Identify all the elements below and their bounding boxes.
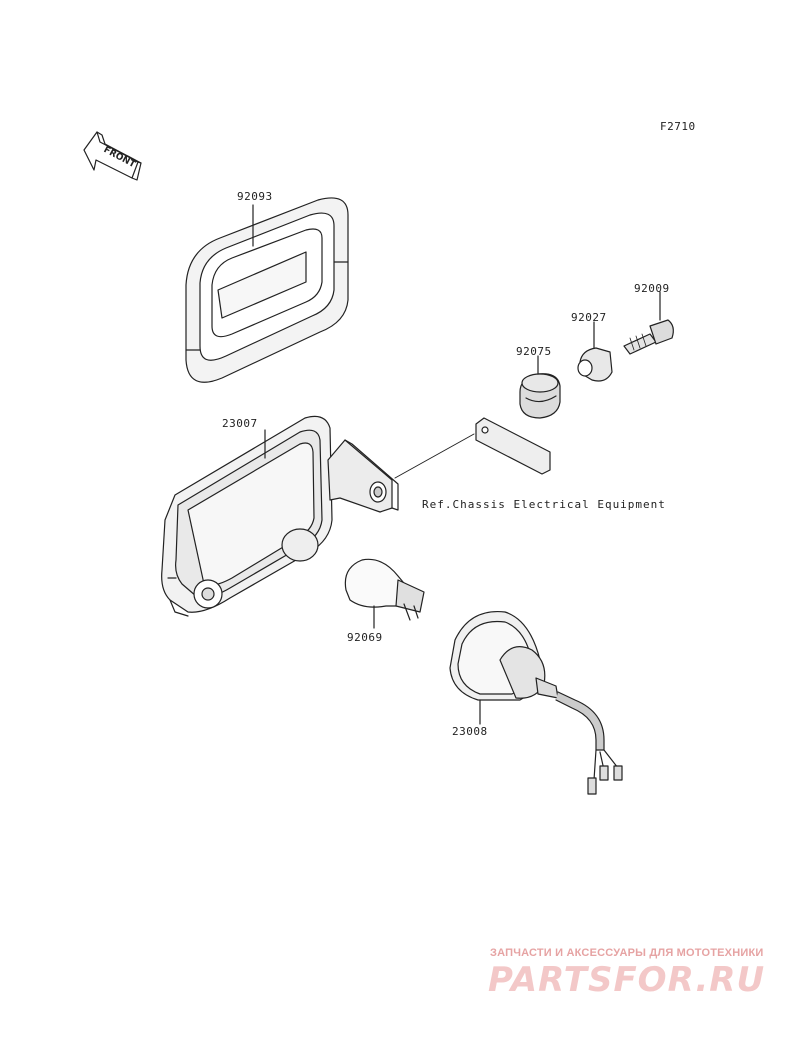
part-23007-headlight-housing bbox=[161, 415, 399, 617]
part-23008-sealed-beam bbox=[449, 610, 623, 795]
front-arrow-icon: FRONT bbox=[83, 131, 142, 181]
reference-note: Ref.Chassis Electrical Equipment bbox=[422, 498, 666, 511]
label-92093: 92093 bbox=[237, 190, 273, 203]
label-23008: 23008 bbox=[452, 725, 488, 738]
part-92069-bulb bbox=[344, 558, 425, 629]
part-92075-grommet bbox=[519, 355, 561, 419]
label-92009: 92009 bbox=[634, 282, 670, 295]
watermark-brand: PARTSFOR.RU bbox=[488, 960, 766, 1000]
label-23007: 23007 bbox=[222, 417, 258, 430]
label-92075: 92075 bbox=[516, 345, 552, 358]
label-92027: 92027 bbox=[571, 311, 607, 324]
part-92027-collar bbox=[577, 321, 613, 382]
part-92009-screw bbox=[623, 291, 674, 355]
part-92093-gasket bbox=[185, 197, 349, 383]
figure-id: F2710 bbox=[660, 120, 696, 133]
watermark-tagline: ЗАПЧАСТИ И АКСЕССУАРЫ ДЛЯ МОТОТЕХНИКИ bbox=[490, 947, 764, 959]
part-reference-bracket bbox=[394, 417, 551, 479]
label-92069: 92069 bbox=[347, 631, 383, 644]
